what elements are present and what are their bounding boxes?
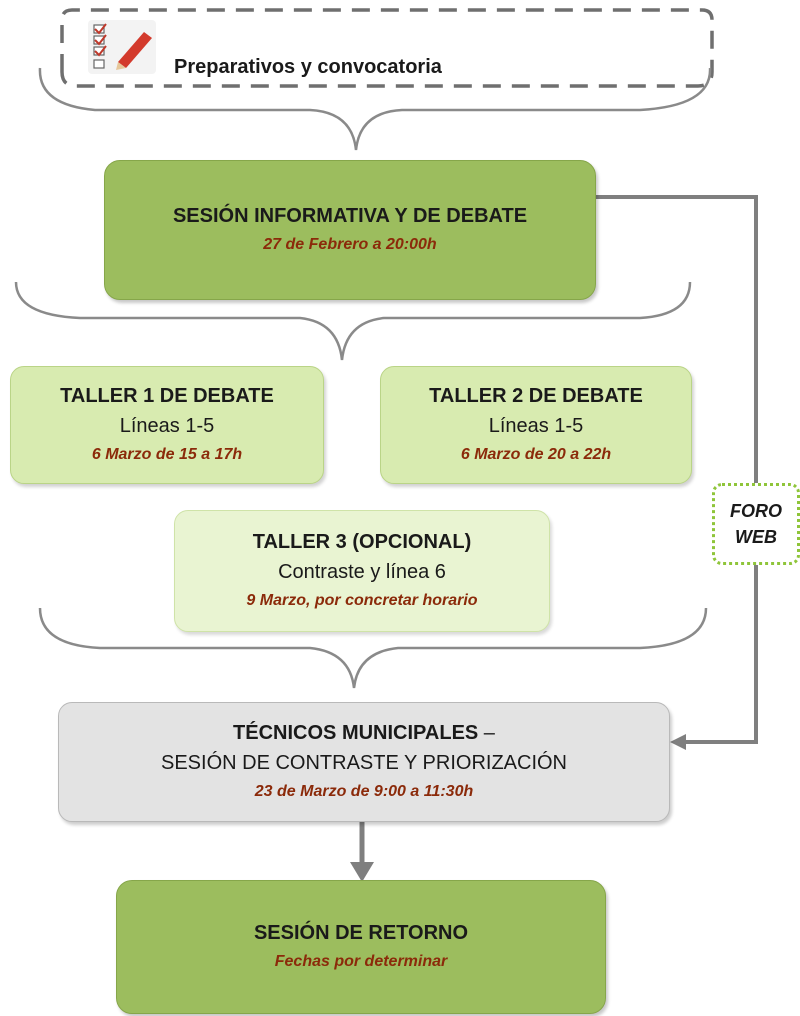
taller-3-title: TALLER 3 (OPCIONAL) bbox=[252, 531, 472, 553]
taller-1-date: 6 Marzo de 15 a 17h bbox=[91, 446, 243, 463]
sesion-informativa-title: SESIÓN INFORMATIVA Y DE DEBATE bbox=[172, 205, 528, 227]
taller-2-title: TALLER 2 DE DEBATE bbox=[429, 385, 643, 407]
sesion-informativa-box: SESIÓN INFORMATIVA Y DE DEBATE 27 de Feb… bbox=[104, 160, 596, 300]
taller-3-date: 9 Marzo, por concretar horario bbox=[246, 592, 478, 609]
sesion-retorno-date: Fechas por determinar bbox=[274, 953, 448, 970]
taller-2-subtitle: Líneas 1-5 bbox=[488, 415, 584, 437]
tecnicos-title: TÉCNICOS MUNICIPALES bbox=[233, 722, 479, 744]
tecnicos-date: 23 de Marzo de 9:00 a 11:30h bbox=[254, 783, 474, 800]
sesion-retorno-title: SESIÓN DE RETORNO bbox=[253, 922, 469, 944]
taller-2-date: 6 Marzo de 20 a 22h bbox=[460, 446, 612, 463]
foro-connector-arrowhead bbox=[670, 734, 686, 750]
foro-web-line-2: WEB bbox=[735, 527, 777, 547]
brace-sesion-informativa bbox=[14, 281, 692, 361]
taller-3-box: TALLER 3 (OPCIONAL) Contraste y línea 6 … bbox=[174, 510, 550, 632]
taller-1-title: TALLER 1 DE DEBATE bbox=[60, 385, 274, 407]
down-arrow-head bbox=[350, 862, 374, 882]
tecnicos-title-dash: – bbox=[478, 722, 495, 744]
tecnicos-title-line: TÉCNICOS MUNICIPALES – bbox=[233, 718, 495, 748]
brace-talleres bbox=[38, 607, 708, 689]
foro-web-line-1: FORO bbox=[730, 501, 782, 521]
brace-preparation bbox=[38, 67, 712, 151]
sesion-retorno-box: SESIÓN DE RETORNO Fechas por determinar bbox=[116, 880, 606, 1014]
taller-1-subtitle: Líneas 1-5 bbox=[119, 415, 215, 437]
sesion-informativa-date: 27 de Febrero a 20:00h bbox=[263, 236, 437, 253]
preparation-frame bbox=[60, 8, 714, 88]
foro-web-box: FORO WEB bbox=[712, 483, 800, 565]
tecnicos-box: TÉCNICOS MUNICIPALES – SESIÓN DE CONTRAS… bbox=[58, 702, 670, 822]
preparation-title: Preparativos y convocatoria bbox=[174, 56, 442, 78]
checklist-icon bbox=[88, 20, 156, 74]
taller-3-subtitle: Contraste y línea 6 bbox=[278, 561, 446, 583]
taller-1-box: TALLER 1 DE DEBATE Líneas 1-5 6 Marzo de… bbox=[10, 366, 324, 484]
foro-connector bbox=[596, 195, 758, 744]
tecnicos-subtitle: SESIÓN DE CONTRASTE Y PRIORIZACIÓN bbox=[161, 752, 567, 774]
taller-2-box: TALLER 2 DE DEBATE Líneas 1-5 6 Marzo de… bbox=[380, 366, 692, 484]
